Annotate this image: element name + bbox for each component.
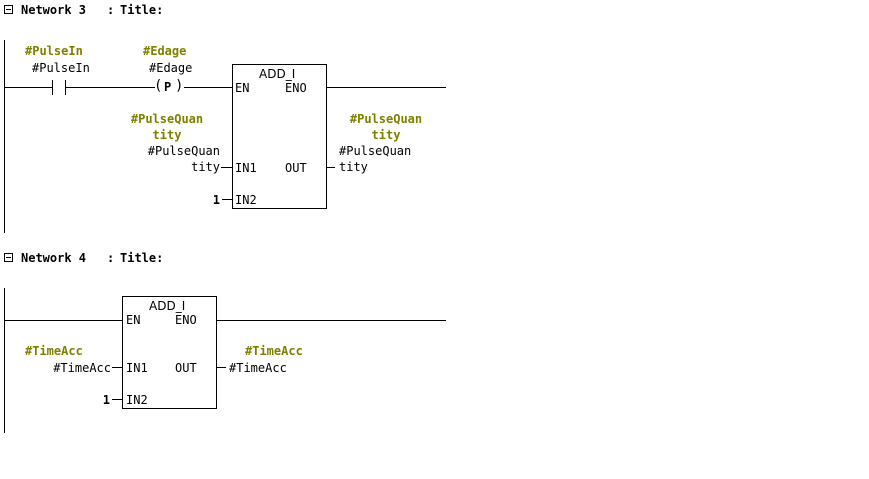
block-name: ADD_I: [259, 67, 296, 81]
block-pin-eno: ENO: [285, 81, 307, 95]
add-i-block[interactable]: [232, 64, 327, 209]
rung-wire: [4, 87, 52, 88]
in1-comment-cont: tity: [152, 128, 182, 142]
edge-operand[interactable]: #Edage: [149, 61, 193, 75]
out-operand[interactable]: #PulseQuan: [339, 144, 412, 158]
network-title[interactable]: Title:: [120, 3, 164, 17]
edge-coil-open-paren: (: [154, 78, 163, 94]
out-operand[interactable]: #TimeAcc: [229, 361, 287, 375]
rung-wire: [65, 87, 155, 88]
out-wire: [216, 367, 226, 368]
block-pin-en: EN: [235, 81, 250, 95]
out-wire: [326, 167, 335, 168]
block-pin-in1: IN1: [126, 361, 148, 375]
edge-coil-label[interactable]: P: [164, 80, 172, 94]
in1-comment: #PulseQuan: [130, 112, 204, 126]
network-title[interactable]: Title:: [120, 251, 164, 265]
out-comment-cont: tity: [371, 128, 401, 142]
contact-operand[interactable]: #PulseIn: [32, 61, 90, 75]
rung-wire: [184, 87, 232, 88]
out-comment: #PulseQuan: [349, 112, 423, 126]
network-label: Network 3: [21, 3, 87, 17]
block-pin-in1: IN1: [235, 161, 257, 175]
collapse-toggle-icon[interactable]: [4, 5, 13, 14]
power-rail: [4, 288, 5, 433]
rung-wire: [326, 87, 446, 88]
block-pin-eno: ENO: [175, 313, 197, 327]
in2-operand[interactable]: 1: [212, 193, 220, 207]
contact-comment: #PulseIn: [25, 44, 83, 58]
collapse-toggle-icon[interactable]: [4, 253, 13, 262]
block-pin-out: OUT: [285, 161, 307, 175]
rung-wire: [4, 320, 123, 321]
block-name: ADD_I: [149, 299, 186, 313]
add-i-block[interactable]: [122, 296, 217, 409]
in1-comment: #TimeAcc: [25, 344, 83, 358]
block-pin-in2: IN2: [126, 393, 148, 407]
in1-wire: [221, 167, 232, 168]
out-operand-cont[interactable]: tity: [339, 160, 368, 174]
block-pin-in2: IN2: [235, 193, 257, 207]
in2-operand[interactable]: 1: [102, 393, 110, 407]
power-rail: [4, 40, 5, 233]
out-comment: #TimeAcc: [245, 344, 303, 358]
contact-left-bar: [52, 80, 53, 95]
network-label: Network 4: [21, 251, 87, 265]
in1-operand[interactable]: #PulseQuan: [147, 144, 220, 158]
block-pin-en: EN: [126, 313, 141, 327]
block-pin-out: OUT: [175, 361, 197, 375]
in1-operand-cont[interactable]: tity: [191, 160, 220, 174]
edge-coil-close-paren: ): [175, 78, 184, 94]
in2-wire: [112, 399, 123, 400]
edge-comment: #Edage: [143, 44, 187, 58]
in2-wire: [222, 199, 232, 200]
network-separator: :: [107, 3, 115, 17]
in1-operand[interactable]: #TimeAcc: [53, 361, 111, 375]
rung-wire: [216, 320, 446, 321]
network-separator: :: [107, 251, 115, 265]
in1-wire: [112, 367, 123, 368]
